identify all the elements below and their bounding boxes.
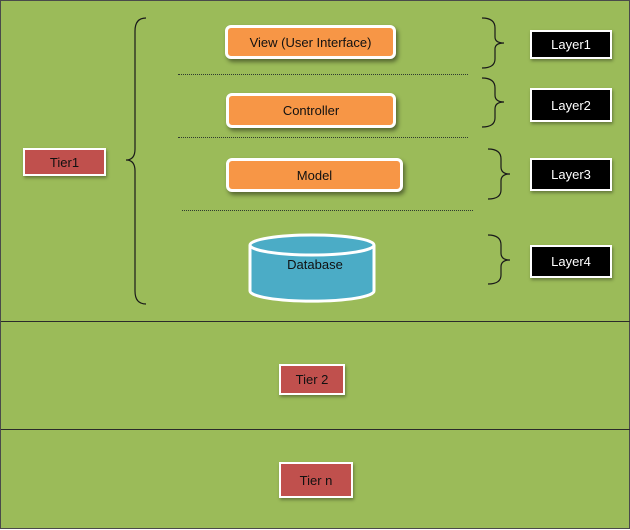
controller-label: Controller (282, 103, 340, 118)
tier1-box: Tier1 (23, 148, 106, 176)
tier2-box: Tier 2 (279, 364, 345, 395)
layer3-label: Layer3 (551, 167, 591, 182)
view-component: View (User Interface) (225, 25, 396, 59)
controller-component: Controller (226, 93, 396, 128)
layer2-brace (481, 77, 505, 128)
layer4-label: Layer4 (551, 254, 591, 269)
layer-separator-2 (178, 137, 468, 138)
layer3-box: Layer3 (530, 158, 612, 191)
model-component: Model (226, 158, 403, 192)
layer1-brace (481, 17, 505, 69)
view-label: View (User Interface) (249, 34, 372, 50)
layer1-label: Layer1 (551, 37, 591, 52)
layer-separator-1 (178, 74, 468, 75)
tier2-label: Tier 2 (295, 372, 329, 387)
tier1-brace (125, 17, 147, 305)
database-label: Database (287, 257, 343, 272)
tiern-label: Tier n (299, 472, 333, 488)
model-label: Model (296, 167, 333, 183)
layer-separator-3 (182, 210, 473, 211)
layer4-box: Layer4 (530, 245, 612, 278)
tiern-box: Tier n (279, 462, 353, 498)
tier2-bottom-separator (1, 429, 630, 430)
layer2-box: Layer2 (530, 88, 612, 122)
tier1-label: Tier1 (49, 154, 80, 170)
layer1-box: Layer1 (530, 30, 612, 59)
layer4-brace (487, 234, 511, 285)
layer2-label: Layer2 (551, 97, 591, 113)
layer3-brace (487, 148, 511, 200)
database-cylinder (248, 233, 376, 303)
tier1-bottom-separator (1, 321, 630, 322)
